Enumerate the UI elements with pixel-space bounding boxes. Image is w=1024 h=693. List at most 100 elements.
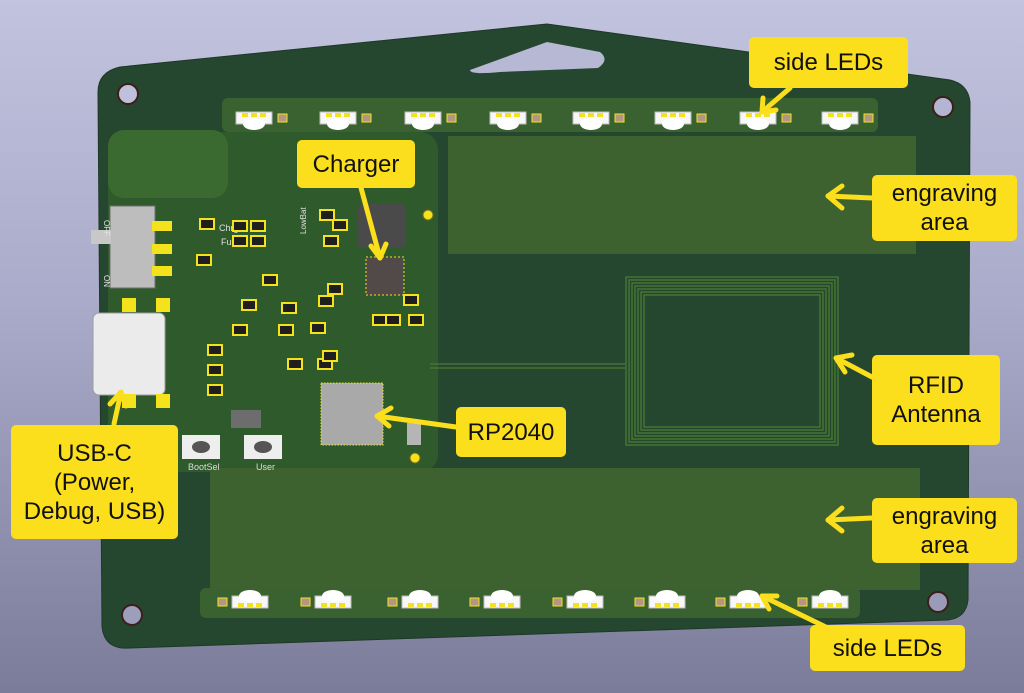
side-led-lens <box>656 590 678 602</box>
led-resistor <box>361 113 372 123</box>
led-resistor <box>634 597 645 607</box>
lanyard-slot <box>470 42 605 74</box>
side-led-lens <box>243 118 265 130</box>
side-led-pad <box>251 113 257 117</box>
battery-pad-area <box>108 130 228 198</box>
smd-component <box>250 235 266 247</box>
side-led-pad <box>746 113 752 117</box>
side-led-pad <box>736 603 742 607</box>
smd-component <box>332 219 348 231</box>
led-resistor <box>781 113 792 123</box>
smd-component <box>250 220 266 232</box>
side-led-pad <box>505 113 511 117</box>
switch-pad <box>152 244 172 254</box>
side-led-lens <box>829 118 851 130</box>
arrow-usbc <box>107 389 129 427</box>
side-led-pad <box>256 603 262 607</box>
rp2040-chip <box>320 382 384 446</box>
callout-engraving-bottom: engraving area <box>872 498 1017 563</box>
top-led-strip-area <box>222 98 878 132</box>
smd-component <box>278 324 294 336</box>
side-led-pad <box>496 113 502 117</box>
smd-component <box>319 209 335 221</box>
side-led-pad <box>514 113 520 117</box>
callout-line: RFID <box>908 372 964 399</box>
side-led-pad <box>664 603 670 607</box>
bootsel-button-cap <box>192 441 210 453</box>
side-led-lens <box>239 590 261 602</box>
engraving-area-bottom <box>210 468 920 590</box>
smd-component <box>322 350 338 362</box>
led-resistor <box>446 113 457 123</box>
silk-full: Full <box>221 237 236 247</box>
led-resistor <box>863 113 874 123</box>
side-led-lens <box>491 590 513 602</box>
usb-c-connector <box>92 312 166 396</box>
side-led-lens <box>409 590 431 602</box>
power-switch-lever <box>91 230 111 244</box>
side-led-lens <box>747 118 769 130</box>
side-leds-top <box>235 111 874 130</box>
switch-pad <box>152 266 172 276</box>
callout-line: engraving <box>891 502 998 530</box>
side-led-lens <box>819 590 841 602</box>
side-led-pad <box>673 603 679 607</box>
smd-component <box>207 344 223 356</box>
smd-component <box>232 324 248 336</box>
side-led-pad <box>321 603 327 607</box>
side-led-pad <box>755 113 761 117</box>
smd-component <box>403 294 419 306</box>
smd-component <box>281 302 297 314</box>
smd-component <box>385 314 401 326</box>
smd-component <box>232 235 248 247</box>
usb-c-pad <box>156 394 170 408</box>
side-led-pad <box>426 603 432 607</box>
arrow-side-leds-bottom <box>759 593 835 633</box>
side-led-pad <box>499 603 505 607</box>
switch-pad <box>152 221 172 231</box>
silk-switch-off: OFF <box>102 220 111 236</box>
callout-side-leds-top: side LEDs <box>749 37 908 88</box>
coil-turn <box>643 294 821 428</box>
arrow-rp2040 <box>374 405 459 430</box>
callout-charger: Charger <box>297 140 415 188</box>
smd-component <box>207 384 223 396</box>
usb-c-pad <box>156 298 170 312</box>
smd-component <box>323 235 339 247</box>
usb-c-pad <box>122 298 136 312</box>
arrow-side-leds-top <box>759 85 793 115</box>
led-resistor <box>552 597 563 607</box>
charger-ic <box>365 256 405 296</box>
callout-rfid: RFID Antenna <box>872 355 1000 445</box>
bottom-led-strip-area <box>200 588 860 618</box>
led-resistor <box>531 113 542 123</box>
side-led-pad <box>335 113 341 117</box>
smd-component <box>262 274 278 286</box>
smd-component <box>408 314 424 326</box>
side-led-pad <box>597 113 603 117</box>
callout-line: USB-C <box>57 439 132 467</box>
callout-rp2040: RP2040 <box>456 407 566 457</box>
mounting-hole <box>121 604 143 626</box>
side-led-pad <box>836 603 842 607</box>
user-button-cap <box>254 441 272 453</box>
callout-line: Antenna <box>891 401 981 428</box>
side-led-pad <box>411 113 417 117</box>
callout-side-leds-bottom: side LEDs <box>810 625 965 671</box>
callout-line: side LEDs <box>773 49 884 76</box>
side-led-pad <box>818 603 824 607</box>
mounting-hole <box>932 96 954 118</box>
smd-components <box>196 209 424 396</box>
led-resistor <box>696 113 707 123</box>
side-led-pad <box>339 603 345 607</box>
side-led-pad <box>754 603 760 607</box>
silk-bootsel: BootSel <box>188 462 220 472</box>
callout-engraving-top: engraving area <box>872 175 1017 241</box>
side-led-pad <box>579 113 585 117</box>
side-led-pad <box>679 113 685 117</box>
silk-switch-on: ON <box>102 275 111 287</box>
side-led-pad <box>655 603 661 607</box>
mounting-hole <box>927 591 949 613</box>
side-led-pad <box>326 113 332 117</box>
